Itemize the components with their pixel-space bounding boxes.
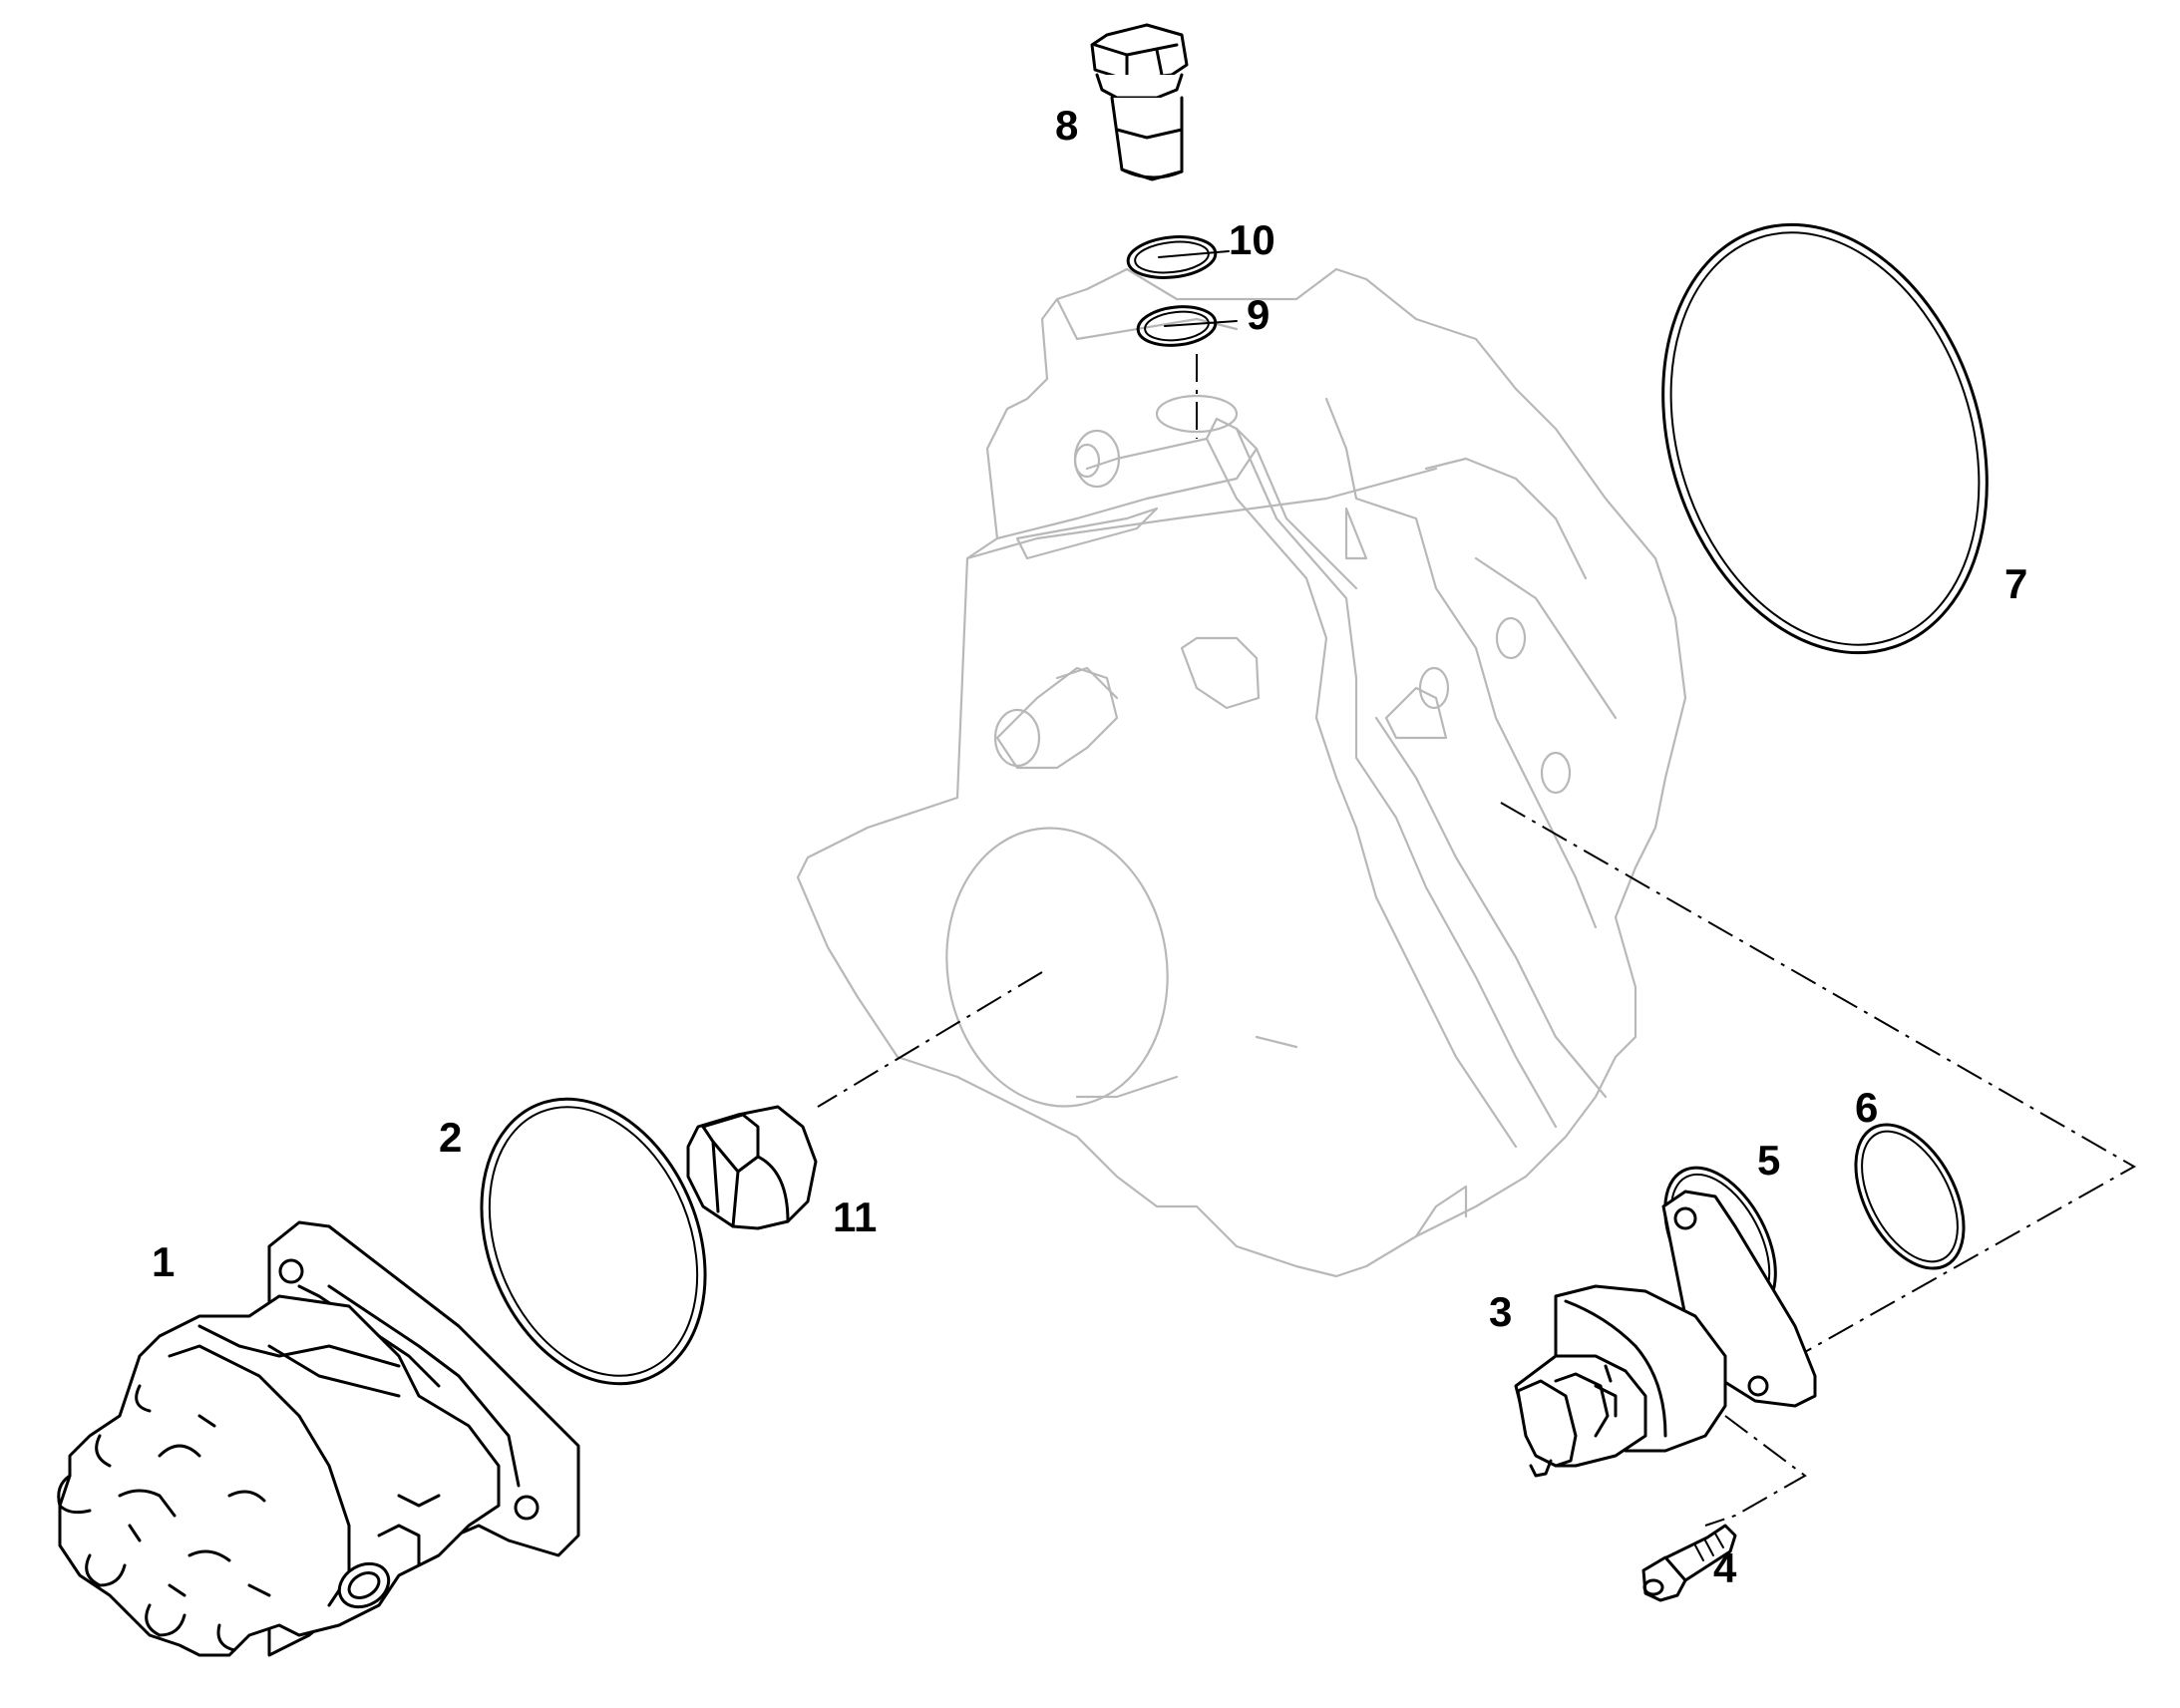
callout-6: 6 — [1855, 1084, 1879, 1131]
leader-line-side-port — [1500, 802, 2137, 1367]
metering-valve-part — [1514, 1190, 1817, 1478]
o-ring-6-part — [1854, 1123, 1966, 1270]
callout-10: 10 — [1229, 216, 1275, 263]
screw-part — [1641, 1524, 1737, 1602]
callout-4: 4 — [1713, 1544, 1737, 1591]
callout-5: 5 — [1757, 1137, 1781, 1184]
callout-1: 1 — [152, 1238, 176, 1285]
o-ring-10-part — [1126, 235, 1218, 279]
assembly-leader-lines — [817, 354, 2137, 1527]
callout-11: 11 — [833, 1194, 878, 1240]
coupling-part — [686, 1105, 818, 1230]
callout-7: 7 — [2004, 560, 2028, 607]
plug-bolt-part — [1090, 23, 1189, 181]
leader-line-bore — [817, 971, 1043, 1108]
callout-9: 9 — [1247, 291, 1271, 338]
large-o-ring-part — [480, 1097, 707, 1386]
callout-3: 3 — [1489, 1288, 1513, 1335]
pump-housing — [796, 267, 1687, 1278]
callout-2: 2 — [439, 1114, 463, 1161]
leader-line-screw — [1704, 1415, 1807, 1527]
callout-pointers — [1158, 250, 1238, 327]
callout-8: 8 — [1055, 102, 1079, 149]
feed-pump-part — [57, 1220, 580, 1657]
housing-o-ring-part — [1661, 222, 1989, 655]
